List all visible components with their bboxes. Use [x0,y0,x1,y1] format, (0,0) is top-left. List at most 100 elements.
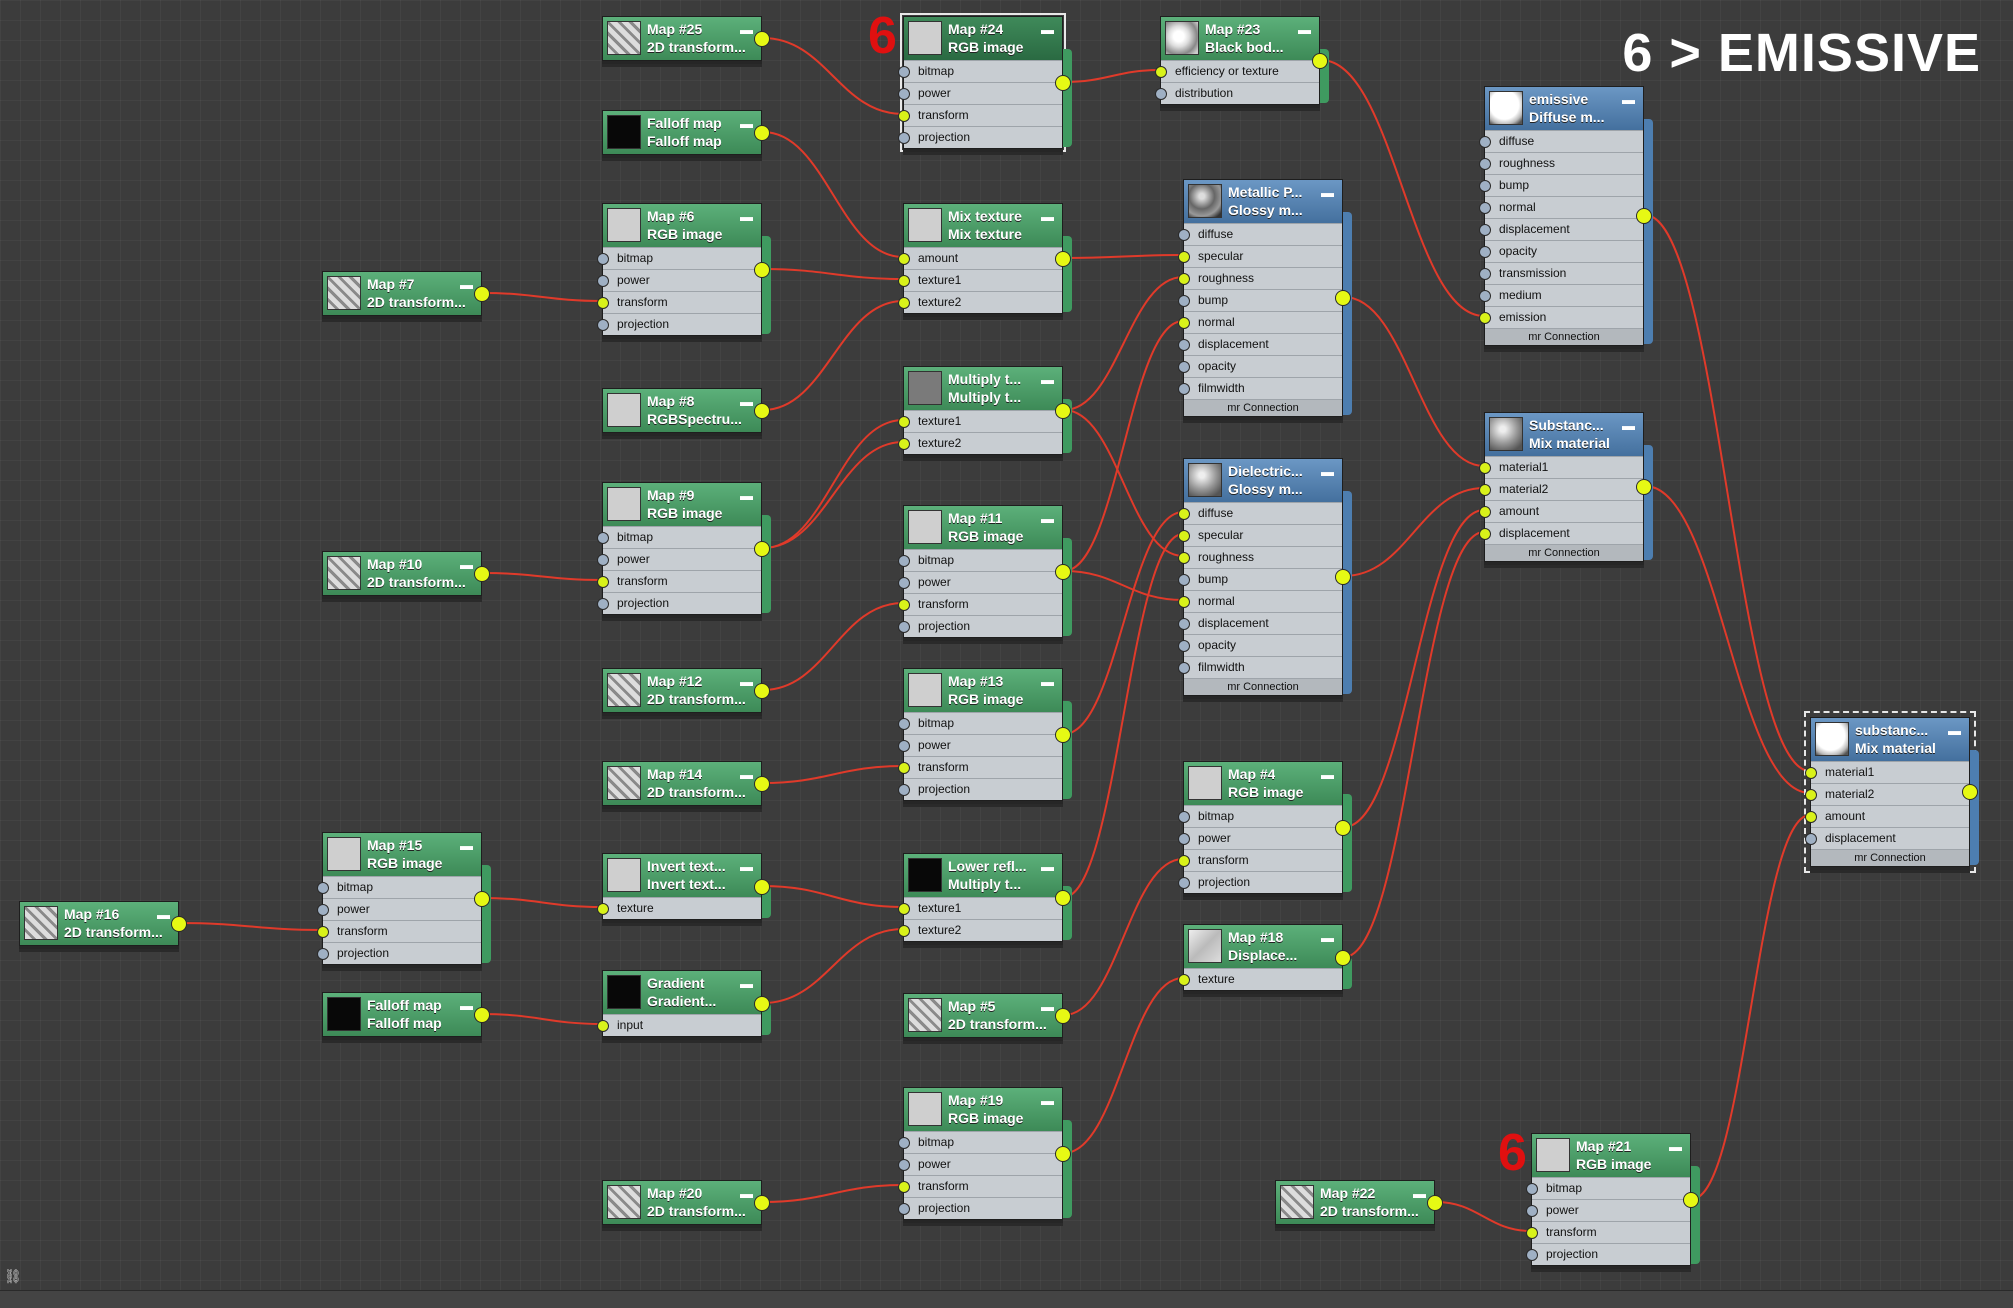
collapse-icon[interactable]: ▬ [1041,859,1054,874]
mr-connection-rollout[interactable]: mr Connection [1485,328,1643,345]
collapse-icon[interactable]: ▬ [740,767,753,782]
output-socket[interactable] [754,683,770,699]
output-socket[interactable] [1427,1195,1443,1211]
port-material2[interactable]: material2 [1479,478,1643,500]
output-socket[interactable] [474,566,490,582]
output-socket[interactable] [754,125,770,141]
output-socket[interactable] [754,262,770,278]
collapse-icon[interactable]: ▬ [1622,92,1635,107]
port-bump[interactable]: bump [1178,289,1342,311]
port-filmwidth[interactable]: filmwidth [1178,656,1342,678]
port-transform[interactable]: transform [898,756,1062,778]
port-power[interactable]: power [1526,1199,1690,1221]
port-transform[interactable]: transform [898,104,1062,126]
port-transform[interactable]: transform [1526,1221,1690,1243]
port-transform[interactable]: transform [597,570,761,592]
collapse-icon[interactable]: ▬ [1321,930,1334,945]
port-power[interactable]: power [597,269,761,291]
output-socket[interactable] [1636,479,1652,495]
port-bitmap[interactable]: bitmap [898,712,1062,734]
navigation-icon[interactable]: ⛓ [4,1268,22,1284]
port-specular[interactable]: specular [1178,524,1342,546]
mr-connection-rollout[interactable]: mr Connection [1184,399,1342,416]
collapse-icon[interactable]: ▬ [740,674,753,689]
port-amount[interactable]: amount [1479,500,1643,522]
output-socket[interactable] [1636,208,1652,224]
collapse-icon[interactable]: ▬ [740,22,753,37]
output-socket[interactable] [1055,727,1071,743]
port-projection[interactable]: projection [898,126,1062,148]
port-diffuse[interactable]: diffuse [1479,130,1643,152]
collapse-icon[interactable]: ▬ [1041,999,1054,1014]
output-socket[interactable] [474,1007,490,1023]
port-projection[interactable]: projection [898,778,1062,800]
port-projection[interactable]: projection [597,313,761,335]
port-bitmap[interactable]: bitmap [1526,1177,1690,1199]
port-projection[interactable]: projection [898,615,1062,637]
output-socket[interactable] [754,541,770,557]
port-bitmap[interactable]: bitmap [1178,805,1342,827]
collapse-icon[interactable]: ▬ [740,488,753,503]
port-material1[interactable]: material1 [1479,456,1643,478]
port-opacity[interactable]: opacity [1178,634,1342,656]
output-socket[interactable] [1055,564,1071,580]
node-header[interactable]: Metallic P...Glossy m...▬ [1184,180,1342,223]
port-texture1[interactable]: texture1 [898,897,1062,919]
port-transform[interactable]: transform [898,1175,1062,1197]
collapse-icon[interactable]: ▬ [1669,1139,1682,1154]
output-socket[interactable] [171,916,187,932]
output-socket[interactable] [474,286,490,302]
port-projection[interactable]: projection [597,592,761,614]
port-transform[interactable]: transform [1178,849,1342,871]
port-projection[interactable]: projection [1526,1243,1690,1265]
port-distribution[interactable]: distribution [1155,82,1319,104]
collapse-icon[interactable]: ▬ [740,116,753,131]
collapse-icon[interactable]: ▬ [1041,1093,1054,1108]
collapse-icon[interactable]: ▬ [740,1186,753,1201]
collapse-icon[interactable]: ▬ [740,976,753,991]
output-socket[interactable] [1335,950,1351,966]
node-header[interactable]: substanc...Mix material▬ [1811,718,1969,761]
port-specular[interactable]: specular [1178,245,1342,267]
collapse-icon[interactable]: ▬ [1041,674,1054,689]
node-invert[interactable]: Invert text...Invert text...▬texture [597,853,771,920]
port-displacement[interactable]: displacement [1805,827,1969,849]
collapse-icon[interactable]: ▬ [740,859,753,874]
output-socket[interactable] [1055,75,1071,91]
port-material2[interactable]: material2 [1805,783,1969,805]
output-socket[interactable] [1055,403,1071,419]
mr-connection-rollout[interactable]: mr Connection [1184,678,1342,695]
port-bitmap[interactable]: bitmap [898,1131,1062,1153]
port-amount[interactable]: amount [1805,805,1969,827]
port-roughness[interactable]: roughness [1479,152,1643,174]
output-socket[interactable] [1055,1146,1071,1162]
